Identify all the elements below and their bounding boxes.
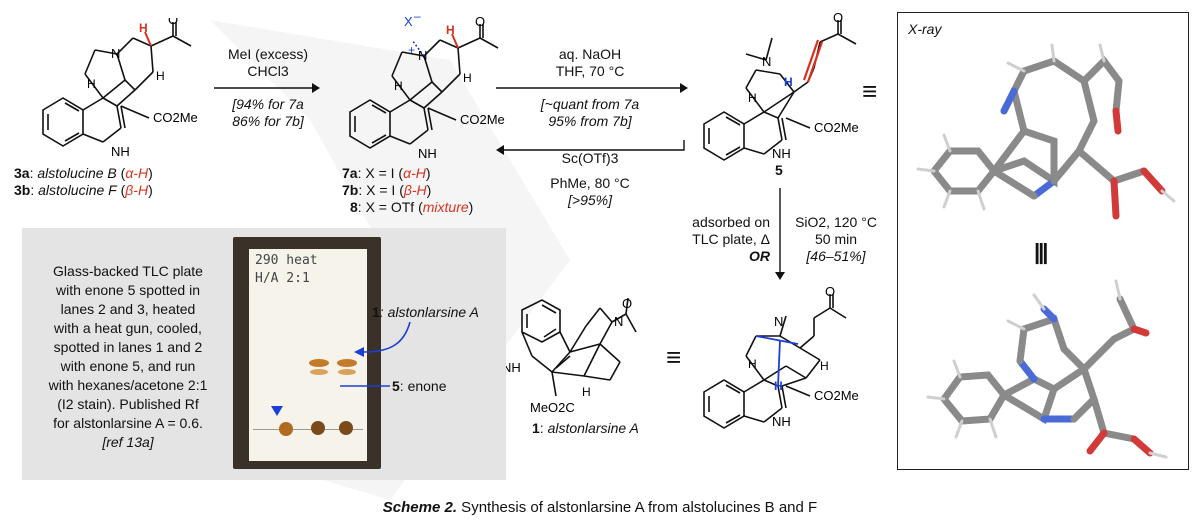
equivalence-sign-2: ≡ — [666, 342, 682, 372]
h-label-1: H — [748, 357, 757, 371]
nitrogen-label: N — [111, 46, 120, 61]
h-label: H — [582, 385, 591, 399]
tlc-spot-lane2-faint — [310, 369, 328, 375]
tlc-description-line: spotted in lanes 1 and 2 — [53, 339, 203, 355]
nh-label: NH — [502, 360, 521, 375]
step2-conditions: aq. NaOH THF, 70 °C — [555, 46, 625, 79]
tlc-spot-lane2 — [311, 421, 325, 435]
nitrogen-label: N — [418, 48, 427, 63]
tlc-description-line: (I2 stain). Published Rf — [57, 396, 199, 412]
tlc-description-line: with a heat gun, cooled, — [54, 320, 202, 336]
step2-yields: [~quant from 7a 95% from 7b] — [540, 96, 640, 129]
oxygen-label: O — [825, 286, 835, 299]
compound-3b-label: 3b: alstolucine F (β-H) — [14, 182, 153, 198]
h-label-1: H — [87, 77, 96, 91]
tlc-spot-lane2-top — [309, 359, 329, 367]
tlc-description: Glass-backed TLC plate with enone 5 spott… — [28, 262, 228, 452]
step1-yields: [94% for 7a 86% for 7b] — [232, 96, 304, 129]
nitrogen-label: N — [614, 314, 623, 329]
plus-sign: + — [408, 43, 415, 57]
step3-reagent: Sc(OTf)3 — [561, 150, 619, 166]
tlc-description-line: Glass-backed TLC plate — [53, 263, 203, 279]
structure-1-perspective: O N H H H NH CO2Me — [703, 286, 859, 429]
plate-handwriting-1: 290 heat — [255, 253, 318, 268]
compound-1-label: 1: alstonlarsine A — [532, 420, 639, 436]
xray-structure-bottom — [926, 279, 1168, 459]
counterion-label: X — [404, 14, 413, 29]
tlc-description-line: with enone 5 spotted in — [56, 282, 200, 298]
h-red-label: H — [139, 21, 148, 35]
h-label-2: H — [820, 359, 829, 373]
xray-equivalence: ||| — [1034, 239, 1049, 264]
tlc-spot-lane3 — [339, 421, 353, 435]
plate-handwriting-2: H/A 2:1 — [255, 271, 310, 286]
nh-label: NH — [111, 144, 130, 159]
structure-3a-3b: O N H H H NH CO2Me — [42, 18, 198, 159]
minus-sign: – — [414, 12, 421, 23]
structure-1-flat: O N NH H MeO2C — [502, 296, 637, 415]
reaction-arrow-4 — [775, 188, 785, 280]
compound-3a-label: 3a: alstolucine B (α-H) — [14, 165, 153, 181]
tlc-description-line: with enone 5, and run — [60, 358, 196, 374]
structure-7: O N X – + H H H NH CO2Me — [349, 12, 505, 161]
co2me-label: CO2Me — [814, 388, 859, 403]
tlc-pointer-arrows — [340, 321, 411, 387]
h-label-2: H — [156, 69, 165, 83]
compound-8-label: 8: X = OTf (mixture) — [350, 199, 474, 215]
tlc-baseline — [253, 429, 363, 430]
tlc-description-line: for alstonlarsine A = 0.6. — [53, 415, 203, 431]
reaction-arrow-2 — [496, 83, 688, 93]
h-red-label: H — [446, 23, 455, 37]
xray-panel: X-ray ||| — [897, 12, 1189, 470]
step3-yield: [>95%] — [568, 192, 612, 208]
tlc-enone-arrowhead — [271, 406, 283, 416]
tlc-spot-lane3-top — [337, 359, 357, 367]
compound-5-label: 5 — [775, 162, 783, 178]
nh-label: NH — [772, 146, 791, 161]
tlc-plate: 290 heat H/A 2:1 — [249, 249, 367, 461]
h-label-1: H — [394, 79, 403, 93]
step3-conditions: PhMe, 80 °C — [550, 175, 630, 191]
tlc-label-alstonlarsine: 1: alstonlarsine A — [372, 304, 479, 320]
tlc-description-line: lanes 2 and 3, heated — [60, 301, 196, 317]
oxygen-label: O — [475, 14, 485, 29]
caption-label: Scheme 2. — [382, 499, 458, 516]
step4-left-conditions: adsorbed on TLC plate, Δ OR — [692, 214, 770, 264]
meo2c-label: MeO2C — [530, 400, 575, 415]
h-blue-label: H — [774, 379, 783, 393]
nitrogen-label: N — [774, 314, 783, 329]
h-blue-label: H — [784, 75, 793, 89]
reaction-arrow-3 — [496, 140, 685, 155]
co2me-label: CO2Me — [814, 120, 859, 135]
xray-title: X-ray — [908, 21, 942, 37]
co2me-label: CO2Me — [153, 110, 198, 125]
co2me-label: CO2Me — [460, 112, 505, 127]
step4-right-conditions: SiO2, 120 °C 50 min [46–51%] — [795, 214, 877, 264]
h-label: H — [748, 91, 757, 105]
tlc-reference: [ref 13a] — [102, 434, 154, 450]
xray-structure-top — [916, 43, 1176, 220]
tlc-plate-photo: 290 heat H/A 2:1 — [233, 237, 381, 469]
tlc-spot-lane1 — [279, 422, 293, 436]
tlc-description-line: with hexanes/acetone 2:1 — [48, 377, 208, 393]
oxygen-label: O — [622, 296, 632, 311]
compound-7a-label: 7a: X = I (α-H) — [342, 165, 431, 181]
structure-5: O N H H NH CO2Me — [703, 12, 859, 161]
scheme-caption: Scheme 2. Synthesis of alstonlarsine A f… — [0, 499, 1200, 516]
step1-conditions: MeI (excess) CHCl3 — [227, 46, 309, 79]
oxygen-label: O — [168, 18, 178, 27]
h-label-2: H — [463, 71, 472, 85]
nh-label: NH — [772, 414, 791, 429]
oxygen-label: O — [833, 12, 843, 25]
equivalence-sign-1: ≡ — [862, 76, 878, 106]
nitrogen-label: N — [762, 54, 771, 69]
caption-text: Synthesis of alstonlarsine A from alstol… — [457, 499, 818, 516]
tlc-label-enone: 5: enone — [392, 378, 447, 394]
compound-7b-label: 7b: X = I (β-H) — [342, 182, 432, 198]
nh-label: NH — [418, 146, 437, 161]
tlc-spot-lane3-faint — [338, 369, 356, 375]
reaction-arrow-1 — [214, 83, 320, 93]
